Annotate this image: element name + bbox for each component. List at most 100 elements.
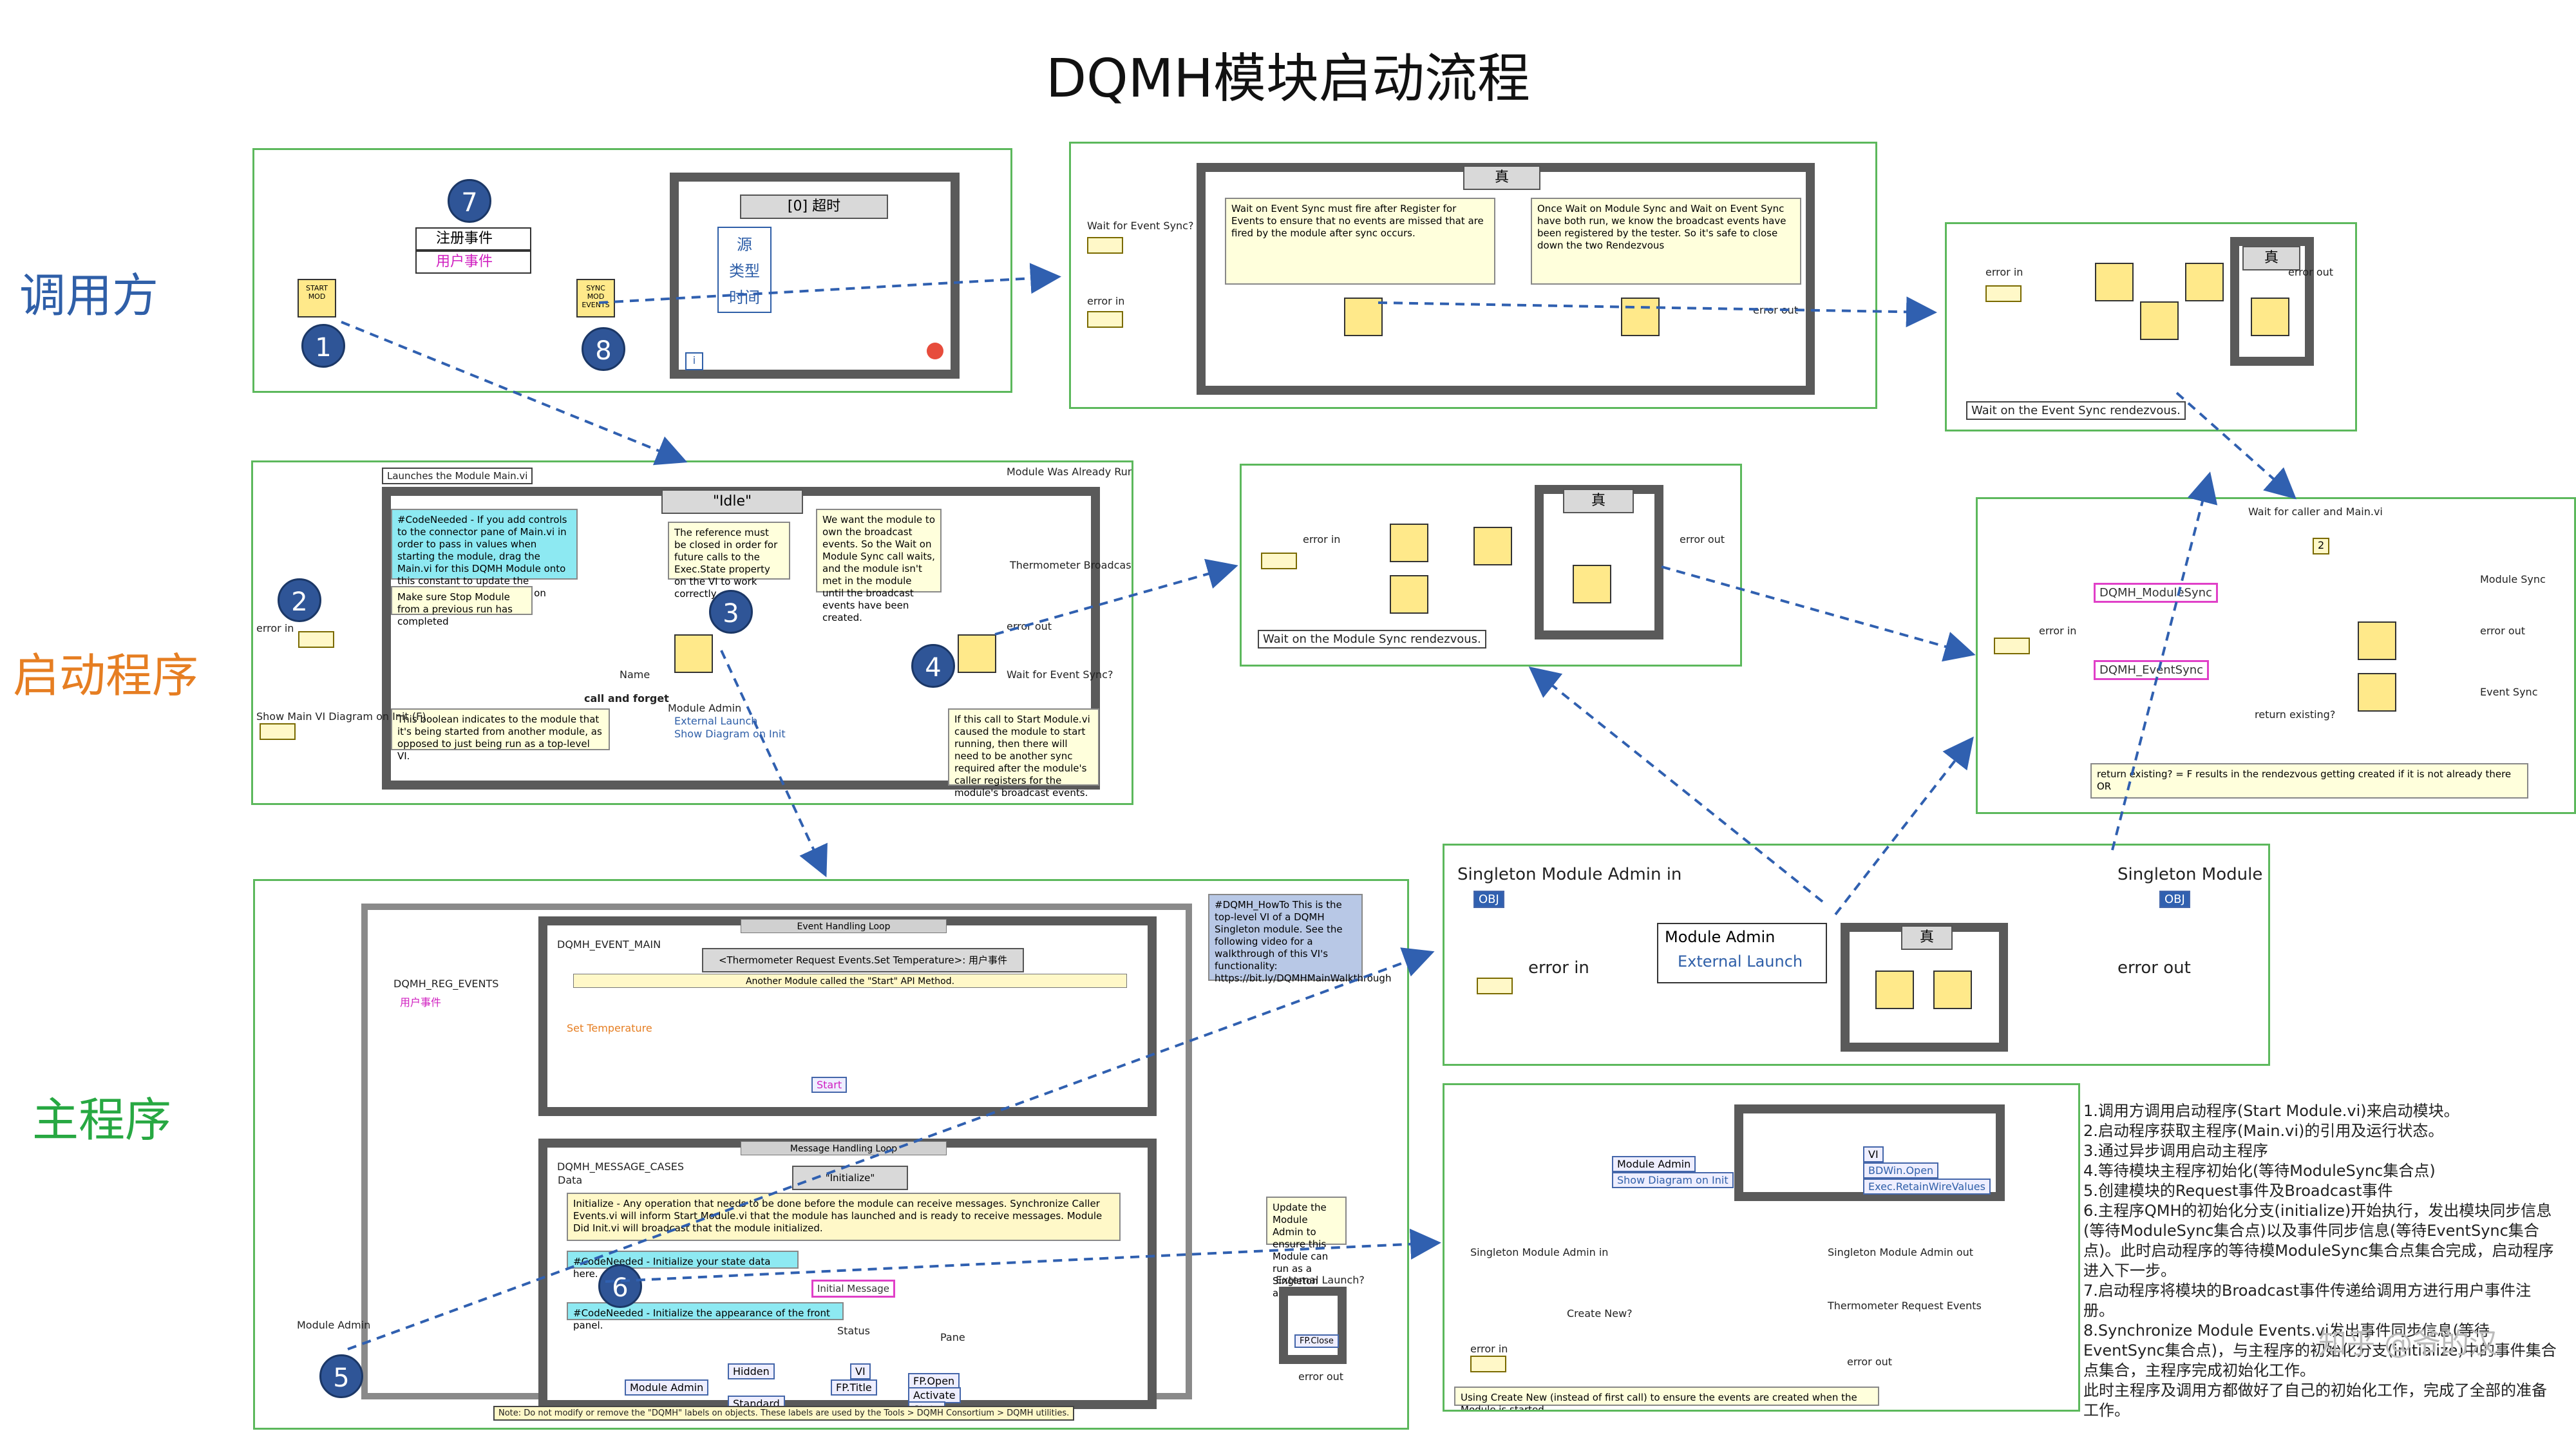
module-admin-prop: Module Admin (1612, 1156, 1696, 1172)
wait-event-sync-terminal (1087, 237, 1123, 254)
true-case-selector[interactable]: 真 (1901, 925, 1953, 950)
reference-note: The reference must be closed in order fo… (668, 522, 790, 600)
true-case-selector[interactable]: 真 (1463, 166, 1540, 190)
user-event-label: 用户事件 (400, 996, 442, 1009)
wait-event-sync-note: Wait on Event Sync must fire after Regis… (1225, 198, 1495, 285)
event-structure: [0] 超时 源 类型 时间 i (670, 173, 960, 379)
true-case-label: 真 (1494, 169, 1509, 185)
arrow-event-rendezvous-to-sync-create (2175, 392, 2297, 500)
already-running-label: Module Was Already Running? (1007, 466, 1133, 478)
event-sync-out-label: Event Sync (2480, 686, 2538, 698)
wait-event-sync-node (1344, 298, 1383, 336)
stop-icon[interactable] (927, 343, 943, 359)
event-loop-header: Event Handling Loop (741, 919, 947, 933)
initialize-note: Initialize - Any operation that needs to… (567, 1193, 1121, 1241)
show-diagram-prop: Show Diagram on Init (1612, 1172, 1734, 1188)
message-loop-header: Message Handling Loop (741, 1141, 947, 1155)
singleton-panel: Singleton Module Admin in OBJ Singleton … (1443, 844, 2270, 1066)
event-sync-name: DQMH_EventSync (2094, 660, 2210, 680)
event-rendezvous-panel: error in 真 error out Wait on the Event S… (1945, 222, 2357, 431)
admin-in-label: Singleton Module Admin in (1470, 1246, 1609, 1258)
create-event-rendezvous-node (2358, 673, 2396, 712)
initial-message-label: Initial Message (811, 1280, 896, 1298)
description-list: 1.调用方调用启动程序(Start Module.vi)来启动模块。 2.启动程… (2083, 1101, 2560, 1421)
arrow-caller-to-launcher (341, 321, 688, 466)
error-in-label: error in (1528, 958, 1589, 978)
rendezvous-icon (2185, 263, 2224, 301)
wait-event-sync-label: Wait for Event Sync? (1087, 220, 1194, 232)
event-field-source: 源 (737, 236, 752, 254)
event-field-time: 时间 (729, 289, 760, 307)
admin-in-label: Singleton Module Admin in (1457, 865, 1682, 884)
timeout-const-node (1390, 575, 1428, 614)
role-caller-label: 调用方 (19, 269, 159, 323)
description-item: 8.Synchronize Module Events.vi发出事件同步信息(等… (2083, 1321, 2557, 1379)
arrow-module-rendezvous-to-sync-create (1661, 565, 1976, 662)
step-badge-7: 7 (448, 179, 491, 223)
step-badge-1: 1 (301, 324, 345, 368)
admin-property-node: Module Admin External Launch (1657, 923, 1827, 983)
true-case-label: 真 (1591, 493, 1605, 509)
caller-panel: START MOD SYNC MOD EVENTS 注册事件 用户事件 [0] … (252, 148, 1012, 393)
error-out-label: error out (1298, 1370, 1344, 1383)
role-launcher-label: 启动程序 (13, 649, 199, 703)
wait-count-terminal: 2 (2313, 538, 2329, 554)
event-handling-loop: Event Handling Loop DQMH_EVENT_MAIN <The… (538, 916, 1157, 1116)
arrow-main-to-create-new (605, 1228, 1441, 1283)
module-admin-input-label: Module Admin (297, 1319, 371, 1331)
boolean-note: This boolean indicates to the module tha… (391, 708, 610, 762)
admin-out-label: Singleton Module Admin out (2117, 865, 2268, 884)
error-out-label: error out (1753, 304, 1799, 316)
launches-main-header: Launches the Module Main.vi (382, 468, 533, 484)
true-case-label: 真 (1919, 929, 1934, 945)
singleton-node-2 (1933, 971, 1972, 1009)
event-case-selector[interactable]: <Thermometer Request Events.Set Temperat… (702, 948, 1024, 972)
true-case-selector[interactable]: 真 (1563, 489, 1634, 513)
wait-event-sync-label: Wait for Event Sync? (1007, 668, 1113, 681)
error-in-terminal (1261, 553, 1297, 569)
fp-title-label: FP.Title (831, 1379, 877, 1396)
stop-module-note: Make sure Stop Module from a previous ru… (391, 586, 533, 627)
arrow-admin-to-event-rendezvous (2111, 471, 2218, 851)
timeout-case-selector[interactable]: [0] 超时 (740, 194, 888, 219)
error-in-label: error in (1985, 266, 2023, 278)
arrow-singleton-to-module-rendezvous (1528, 667, 1824, 903)
user-event-type: 用户事件 (415, 251, 531, 274)
set-temperature-label: Set Temperature (567, 1022, 652, 1034)
start-async-call-node (674, 634, 713, 673)
error-in-terminal (1994, 638, 2030, 654)
error-in-label: error in (1303, 533, 1341, 545)
event-sync-caption: Wait on the Event Sync rendezvous. (1966, 401, 2186, 420)
event-case-desc: Another Module called the "Start" API Me… (573, 974, 1127, 988)
idle-case-selector[interactable]: "Idle" (661, 489, 803, 514)
true-case-label: 真 (2264, 250, 2278, 266)
hidden-label: Hidden (728, 1363, 775, 1379)
sync-create-panel: Wait for caller and Main.vi 2 error in D… (1976, 497, 2576, 814)
start-module-note: If this call to Start Module.vi caused t… (948, 708, 1099, 799)
return-existing-label: return existing? (2255, 708, 2336, 721)
step-badge-3: 3 (709, 590, 753, 634)
initialize-case-selector[interactable]: "Initialize" (792, 1166, 908, 1190)
arrow-sync-to-event-rendezvous (1378, 296, 1937, 328)
description-item: 此时主程序及调用方都做好了自己的初始化工作，完成了全部的准备工作。 (2083, 1381, 2547, 1419)
wait-module-sync-node (958, 634, 996, 673)
create-new-label: Create New? (1567, 1307, 1633, 1320)
timeout-case-label: [0] 超时 (787, 198, 841, 214)
main-panel: #DQMH_HowTo This is the top-level VI of … (253, 879, 1409, 1430)
rendezvous-case-structure: 真 (1535, 485, 1663, 639)
show-diagram-label: Show Main VI Diagram on Init (F) (256, 710, 426, 723)
true-case-selector[interactable]: 真 (2242, 246, 2300, 270)
external-launch-label: External Launch (674, 715, 758, 727)
error-out-label: error out (2117, 958, 2191, 978)
module-sync-name: DQMH_ModuleSync (2094, 583, 2218, 603)
create-new-panel: Module Admin Show Diagram on Init VI BDW… (1443, 1083, 2080, 1412)
module-admin-label: Module Admin (668, 702, 742, 714)
external-launch-prop: External Launch (1678, 952, 1803, 971)
error-out-label: error out (1847, 1356, 1893, 1368)
vi-label: VI (850, 1363, 871, 1379)
description-item: 7.启动程序将模块的Broadcast事件传递给调用方进行用户事件注册。 (2083, 1282, 2532, 1320)
sync-module-events-node: SYNC MOD EVENTS (576, 279, 615, 317)
description-item: 1.调用方调用启动程序(Start Module.vi)来启动模块。 (2083, 1102, 2459, 1120)
step-badge-5: 5 (319, 1354, 363, 1398)
